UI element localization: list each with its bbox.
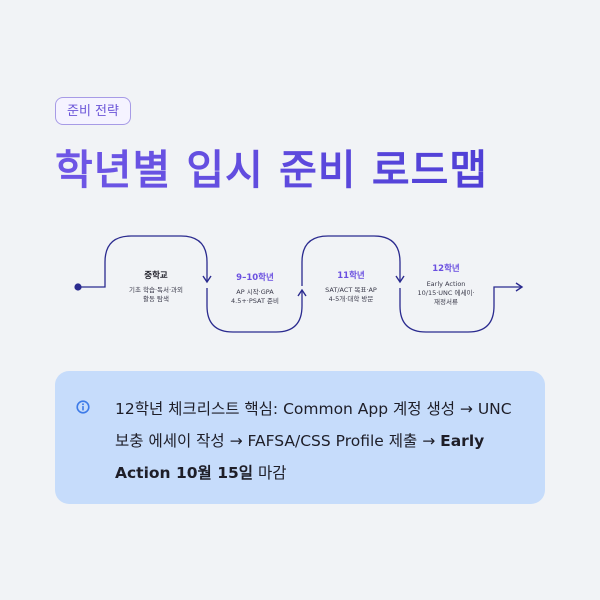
stage-title: 중학교 bbox=[144, 270, 168, 281]
callout-lead: 12학년 체크리스트 핵심: Common App 계정 생성 → UNC 보충… bbox=[115, 400, 512, 450]
category-badge: 준비 전략 bbox=[55, 97, 131, 125]
page-title: 학년별 입시 준비 로드맵 bbox=[55, 136, 488, 196]
stage-desc-line: AP 시작·GPA bbox=[236, 287, 274, 296]
callout-text: 12학년 체크리스트 핵심: Common App 계정 생성 → UNC 보충… bbox=[115, 393, 530, 489]
stage-desc-line: Early Action bbox=[427, 280, 466, 288]
checklist-callout: 12학년 체크리스트 핵심: Common App 계정 생성 → UNC 보충… bbox=[55, 371, 545, 504]
segment-4-line bbox=[399, 282, 524, 333]
stage-desc-line: 기초 학습·독서·과외 bbox=[129, 285, 183, 294]
segment-3-line bbox=[301, 235, 405, 286]
segment-1-line bbox=[80, 235, 212, 288]
stage-title: 12학년 bbox=[432, 263, 460, 274]
stage-desc-line: 4.5+·PSAT 준비 bbox=[231, 296, 279, 305]
start-dot bbox=[74, 283, 82, 291]
stage-title: 11학년 bbox=[337, 270, 365, 281]
stage-grade-11: 11학년 SAT/ACT 목표·AP 4-5개·대학 방문 bbox=[325, 270, 377, 303]
stage-desc-line: 재정서류 bbox=[434, 297, 458, 306]
stage-grade-12: 12학년 Early Action 10/15·UNC 에세이· 재정서류 bbox=[417, 263, 474, 306]
stage-desc-line: 4-5개·대학 방문 bbox=[329, 294, 374, 303]
stage-grade-9-10: 9–10학년 AP 시작·GPA 4.5+·PSAT 준비 bbox=[231, 272, 279, 305]
stage-title: 9–10학년 bbox=[236, 272, 274, 283]
callout-deadline: Early Action 10월 15일 bbox=[115, 432, 485, 482]
roadmap-diagram: 중학교 기초 학습·독서·과외 활동 탐색 9–10학년 AP 시작·GPA 4… bbox=[74, 235, 524, 333]
callout-tail: 마감 bbox=[253, 464, 287, 482]
info-icon bbox=[76, 400, 90, 414]
stage-desc-line: 활동 탐색 bbox=[143, 294, 169, 303]
stage-desc-line: SAT/ACT 목표·AP bbox=[325, 286, 377, 294]
stage-desc-line: 10/15·UNC 에세이· bbox=[417, 288, 474, 297]
segment-2-line bbox=[206, 288, 307, 333]
stage-middle-school: 중학교 기초 학습·독서·과외 활동 탐색 bbox=[129, 270, 183, 303]
